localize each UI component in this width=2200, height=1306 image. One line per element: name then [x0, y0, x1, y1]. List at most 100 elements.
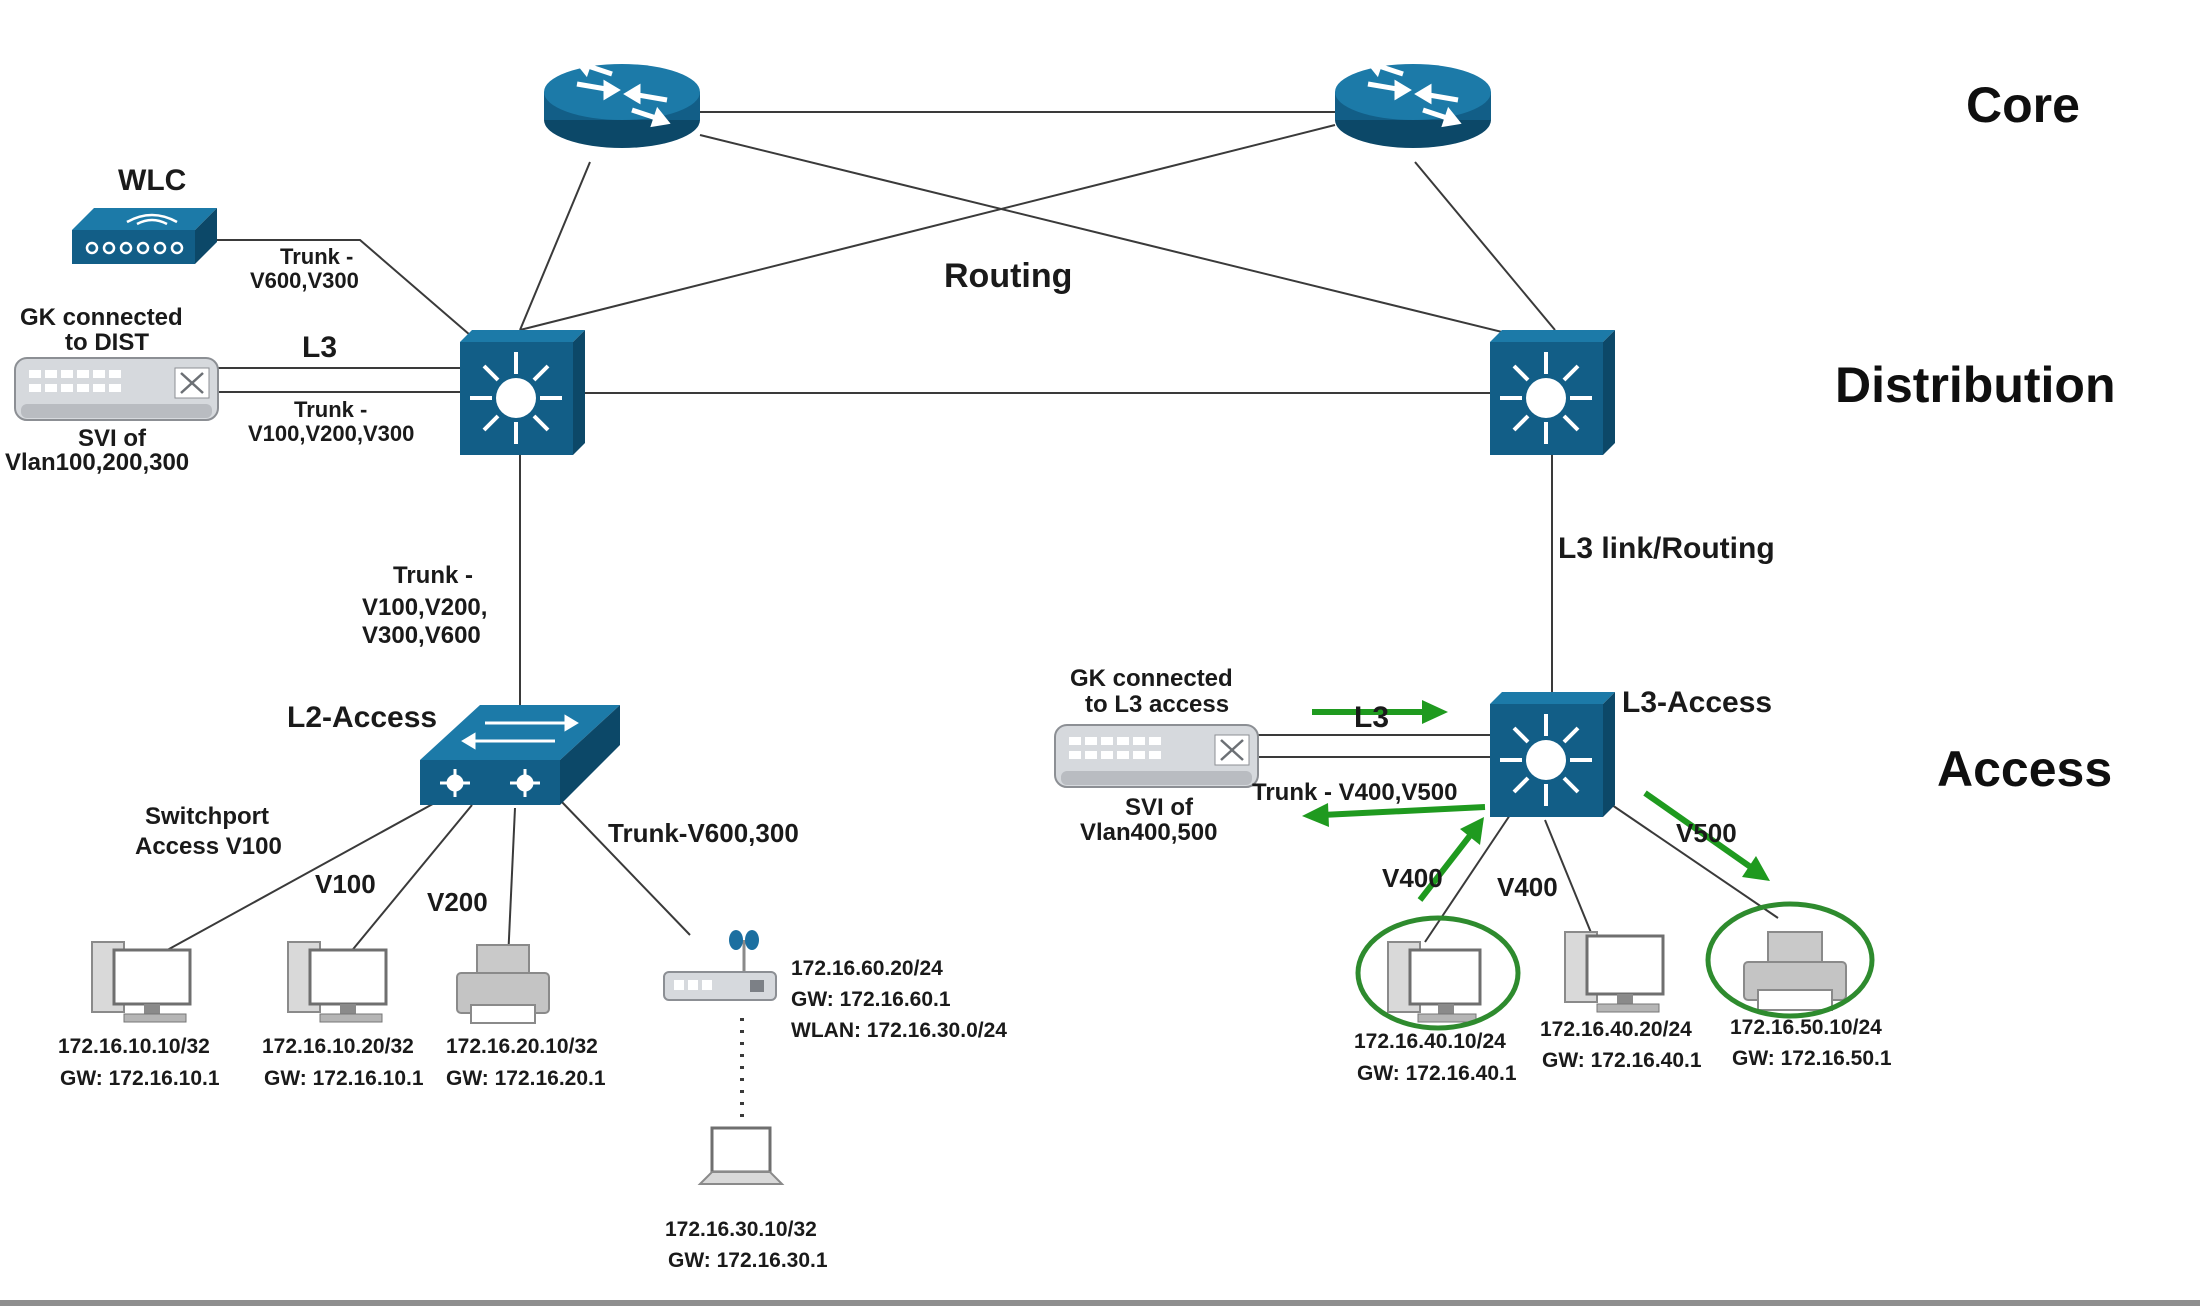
gk-trunk-label-1: Trunk - — [294, 397, 367, 422]
access-point-icon — [663, 930, 777, 1001]
switchport-label-2: Access V100 — [135, 833, 282, 860]
green-arrow-trunk-out — [1302, 803, 1486, 827]
l3-link-label: L3 link/Routing — [1558, 532, 1775, 565]
multilayer-switch-icon — [1500, 714, 1592, 806]
uplink-label-1: Trunk - — [393, 562, 473, 589]
l2-access-label: L2-Access — [287, 701, 437, 734]
gk-dist-label-2: to DIST — [65, 329, 149, 356]
layer-distribution-label: Distribution — [1835, 357, 2116, 413]
computer-icon — [1387, 941, 1482, 1023]
green-arrow-printer-down — [1643, 790, 1770, 881]
uplink-label-2: V100,V200, — [362, 594, 487, 621]
laptop-icon — [697, 1126, 785, 1185]
rhost1-gw: GW: 172.16.40.1 — [1357, 1062, 1517, 1085]
pc-host-1 — [91, 941, 192, 1023]
switch-arrows-icon — [440, 714, 579, 797]
l3-access-switch — [1490, 692, 1615, 817]
l2-access-switch — [420, 705, 620, 805]
v400-label-a: V400 — [1382, 863, 1443, 893]
host3-ip: 172.16.20.10/32 — [446, 1035, 598, 1058]
rhost1-ip: 172.16.40.10/24 — [1354, 1030, 1506, 1053]
link-core2-dist2 — [1414, 161, 1556, 331]
gk-dist-switch — [14, 357, 219, 421]
host2-ip: 172.16.10.20/32 — [262, 1035, 414, 1058]
link-l2-pc1 — [139, 799, 441, 966]
link-l3-pc2 — [1544, 819, 1593, 936]
laptop-host — [697, 1126, 785, 1185]
ap-ip: 172.16.60.20/24 — [791, 957, 943, 980]
green-arrow-pc-up — [1417, 817, 1484, 902]
link-l3-printer — [1611, 804, 1779, 919]
routing-label: Routing — [944, 257, 1072, 295]
link-core1-dist2 — [699, 134, 1556, 346]
host1-ip: 172.16.10.10/32 — [58, 1035, 210, 1058]
uplink-label-3: V300,V600 — [362, 622, 481, 649]
ap-gw: GW: 172.16.60.1 — [791, 988, 951, 1011]
right-l3-label: L3 — [1354, 701, 1389, 734]
svi-l3-label-1: SVI of — [1125, 794, 1194, 821]
distribution-switch-1 — [460, 330, 585, 455]
svi-dist-label-1: SVI of — [78, 425, 147, 452]
laptop-gw: GW: 172.16.30.1 — [668, 1249, 828, 1272]
link-wlc-dist1 — [215, 239, 471, 336]
host3-gw: GW: 172.16.20.1 — [446, 1067, 606, 1090]
rhost3-ip: 172.16.50.10/24 — [1730, 1016, 1882, 1039]
svi-dist-label-2: Vlan100,200,300 — [5, 449, 189, 476]
right-trunk-label: Trunk - V400,V500 — [1252, 779, 1457, 806]
link-l2-ap — [559, 799, 691, 936]
links — [139, 111, 1779, 1125]
gk-trunk-label-2: V100,V200,V300 — [248, 421, 414, 446]
printer-host — [456, 944, 550, 1024]
computer-icon — [1564, 931, 1665, 1013]
multilayer-switch-icon — [1500, 352, 1592, 444]
green-arrow-l3-in — [1312, 700, 1448, 724]
highlight-circle-pc — [1355, 915, 1521, 1031]
l3-access-label: L3-Access — [1622, 686, 1772, 719]
v400-label-b: V400 — [1497, 872, 1558, 902]
link-l3-pc1 — [1424, 814, 1511, 943]
link-l2-printer — [507, 807, 516, 961]
highlight-circle-printer — [1705, 901, 1875, 1019]
gk-l3access-switch — [1054, 724, 1259, 788]
gk-l3-label-1: GK connected — [1070, 665, 1233, 692]
link-l2-pc2 — [339, 804, 473, 966]
v500-label: V500 — [1676, 818, 1737, 848]
router-arrows-icon — [573, 56, 671, 128]
multilayer-switch-icon — [470, 352, 562, 444]
v200-label: V200 — [427, 887, 488, 917]
svi-l3-label-2: Vlan400,500 — [1080, 819, 1217, 846]
router-arrows-icon — [1364, 56, 1462, 128]
pc-host-2 — [287, 941, 388, 1023]
core-router-2 — [1335, 56, 1491, 148]
gk-l3-label-2: to L3 access — [1085, 691, 1229, 718]
rhost2-gw: GW: 172.16.40.1 — [1542, 1049, 1702, 1072]
trunk-ap-label: Trunk-V600,300 — [608, 818, 799, 848]
laptop-ip: 172.16.30.10/32 — [665, 1218, 817, 1241]
distribution-switch-2 — [1490, 330, 1615, 455]
host1-gw: GW: 172.16.10.1 — [60, 1067, 220, 1090]
ap-wlan: WLAN: 172.16.30.0/24 — [791, 1019, 1007, 1042]
pc-host-40-10 — [1387, 941, 1482, 1023]
left-l3-label: L3 — [302, 331, 337, 364]
rhost2-ip: 172.16.40.20/24 — [1540, 1018, 1692, 1041]
wireless-ap — [663, 930, 777, 1001]
wlc-trunk-label-1: Trunk - — [280, 244, 353, 269]
switchport-label-1: Switchport — [145, 803, 269, 830]
layer-access-label: Access — [1937, 741, 2112, 797]
host2-gw: GW: 172.16.10.1 — [264, 1067, 424, 1090]
layer-core-label: Core — [1966, 77, 2080, 133]
bottom-border — [0, 1300, 2200, 1306]
gk-dist-label-1: GK connected — [20, 304, 183, 331]
link-core2-dist1 — [519, 124, 1336, 331]
link-core1-dist1 — [519, 161, 591, 331]
printer-icon — [1743, 931, 1847, 1011]
pc-host-40-20 — [1564, 931, 1665, 1013]
rhost3-gw: GW: 172.16.50.1 — [1732, 1047, 1892, 1070]
v100-label: V100 — [315, 869, 376, 899]
wlc-label: WLC — [118, 164, 186, 197]
printer-host-50-10 — [1743, 931, 1847, 1011]
wlc-trunk-label-2: V600,V300 — [250, 268, 359, 293]
core-router-1 — [544, 56, 700, 148]
computer-icon — [287, 941, 388, 1023]
